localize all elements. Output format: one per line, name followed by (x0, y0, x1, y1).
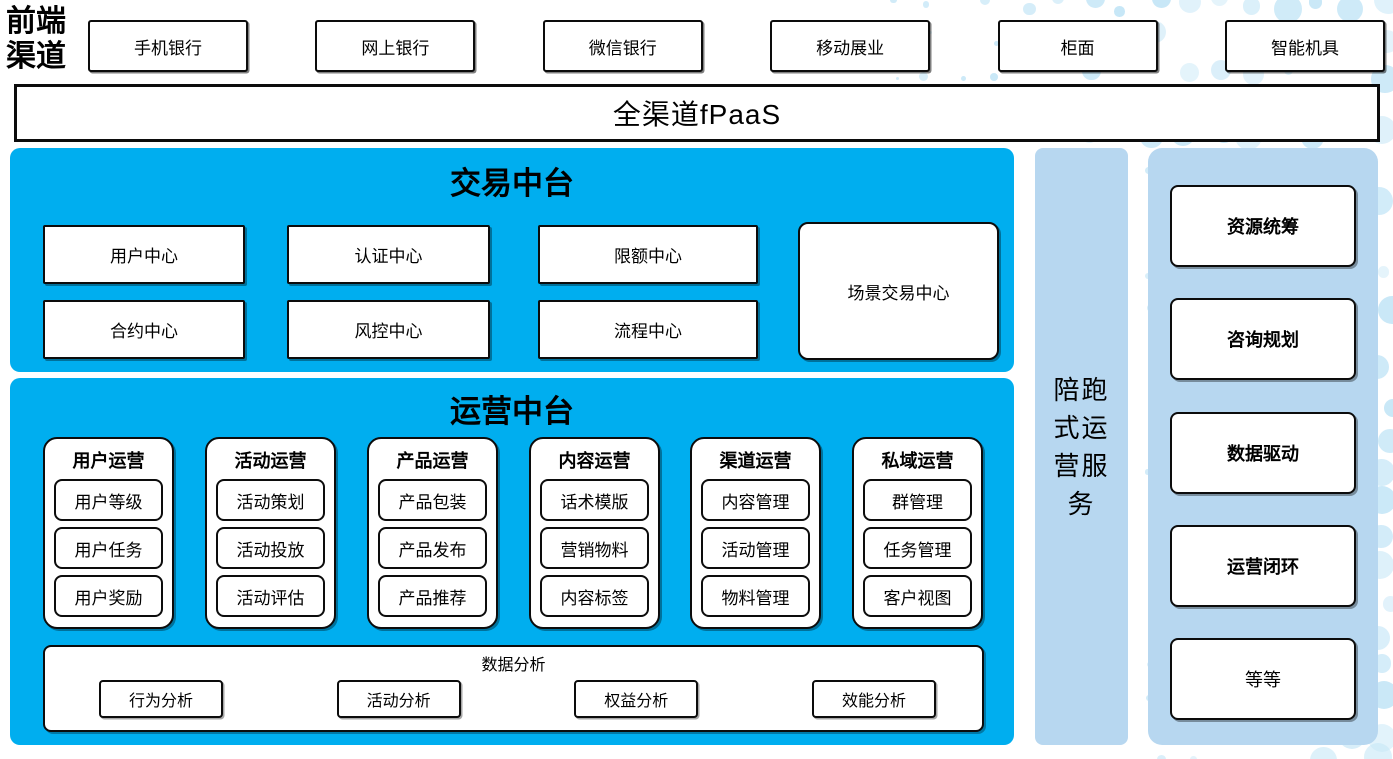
box-user-center: 用户中心 (43, 225, 245, 284)
op-item: 活动管理 (701, 527, 810, 569)
op-item: 内容管理 (701, 479, 810, 521)
op-column-title: 私域运营 (881, 451, 954, 471)
op-item: 活动评估 (216, 575, 325, 617)
channel-box-online-banking: 网上银行 (315, 20, 476, 72)
box-limit-center: 限额中心 (538, 225, 758, 284)
operation-platform-block: 运营中台 用户运营 用户等级 用户任务 用户奖励 活动运营 活动策划 活动投放 … (10, 378, 1014, 745)
op-item: 营销物料 (540, 527, 649, 569)
op-item: 内容标签 (540, 575, 649, 617)
op-item: 用户任务 (54, 527, 163, 569)
op-column-product: 产品运营 产品包装 产品发布 产品推荐 (367, 437, 498, 629)
op-item: 用户奖励 (54, 575, 163, 617)
service-box-etc: 等等 (1170, 638, 1356, 720)
service-box-consulting-planning: 咨询规划 (1170, 298, 1356, 381)
analysis-box-behavior: 行为分析 (99, 680, 223, 718)
data-analysis-strip: 数据分析 行为分析 活动分析 权益分析 效能分析 (43, 645, 984, 732)
analysis-box-activity: 活动分析 (336, 680, 461, 718)
channel-box-counter: 柜面 (997, 20, 1158, 72)
transaction-platform-title: 交易中台 (450, 166, 574, 201)
op-column-user: 用户运营 用户等级 用户任务 用户奖励 (43, 437, 174, 629)
op-item: 客户视图 (863, 575, 972, 617)
op-column-activity: 活动运营 活动策划 活动投放 活动评估 (205, 437, 336, 629)
channel-box-mobile-marketing: 移动展业 (770, 20, 931, 72)
data-analysis-items: 行为分析 活动分析 权益分析 效能分析 (99, 680, 936, 718)
op-item: 产品包装 (378, 479, 487, 521)
frontend-channel-label: 前端渠道 (6, 5, 66, 73)
service-panel: 资源统筹 咨询规划 数据驱动 运营闭环 等等 (1148, 148, 1378, 745)
op-column-title: 活动运营 (234, 451, 307, 471)
op-column-title: 用户运营 (72, 451, 145, 471)
op-item: 群管理 (863, 479, 972, 521)
op-column-title: 渠道运营 (719, 451, 792, 471)
op-column-private-domain: 私域运营 群管理 任务管理 客户视图 (852, 437, 983, 629)
box-auth-center: 认证中心 (287, 225, 490, 284)
channel-row: 手机银行 网上银行 微信银行 移动展业 柜面 智能机具 (88, 20, 1385, 72)
op-item: 活动投放 (216, 527, 325, 569)
op-item: 物料管理 (701, 575, 810, 617)
channel-box-smart-devices: 智能机具 (1224, 20, 1385, 72)
channel-box-mobile-banking: 手机银行 (88, 20, 248, 72)
transaction-platform-block: 交易中台 用户中心 认证中心 限额中心 合约中心 风控中心 流程中心 场景交易中… (10, 148, 1014, 372)
op-item: 产品发布 (378, 527, 487, 569)
box-risk-center: 风控中心 (287, 300, 490, 359)
op-column-channel: 渠道运营 内容管理 活动管理 物料管理 (690, 437, 821, 629)
op-item: 任务管理 (863, 527, 972, 569)
omni-channel-fpaas-bar: 全渠道fPaaS (14, 84, 1380, 142)
box-scenario-transaction-center: 场景交易中心 (798, 222, 999, 360)
op-item: 话术模版 (540, 479, 649, 521)
op-item: 产品推荐 (378, 575, 487, 617)
analysis-box-benefit: 权益分析 (574, 680, 699, 718)
operation-platform-title: 运营中台 (450, 394, 574, 429)
analysis-box-efficiency: 效能分析 (811, 680, 936, 718)
op-item: 用户等级 (54, 479, 163, 521)
companion-operation-service-label: 陪跑式运营服务 (1053, 374, 1110, 519)
op-item: 活动策划 (216, 479, 325, 521)
op-column-title: 内容运营 (558, 451, 631, 471)
service-box-data-driven: 数据驱动 (1170, 411, 1356, 494)
service-box-resource-coordination: 资源统筹 (1170, 185, 1356, 267)
data-analysis-title: 数据分析 (481, 657, 546, 674)
box-contract-center: 合约中心 (43, 300, 245, 359)
channel-box-wechat-banking: 微信银行 (542, 20, 703, 72)
op-column-title: 产品运营 (396, 451, 469, 471)
op-column-content: 内容运营 话术模版 营销物料 内容标签 (529, 437, 660, 629)
box-process-center: 流程中心 (538, 300, 758, 359)
service-box-operation-loop: 运营闭环 (1170, 524, 1356, 607)
companion-operation-service-bar: 陪跑式运营服务 (1035, 148, 1128, 745)
